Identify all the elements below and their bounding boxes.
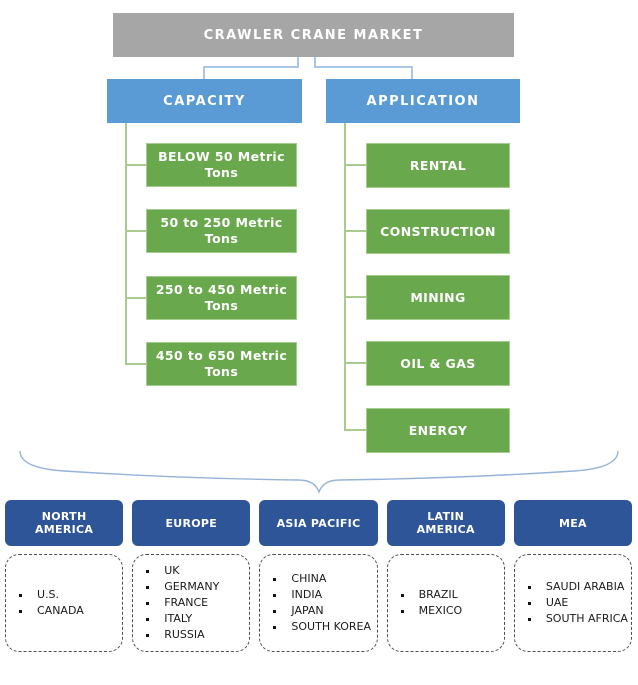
region-countries-europe: UK GERMANY FRANCE ITALY RUSSIA bbox=[132, 554, 251, 652]
capacity-item-below-50: BELOW 50 Metric Tons bbox=[146, 143, 297, 187]
country-item: SOUTH AFRICA bbox=[515, 611, 631, 627]
region-countries-latin-america: BRAZIL MEXICO bbox=[386, 554, 505, 652]
application-item-mining: MINING bbox=[366, 275, 510, 320]
country-item: BRAZIL bbox=[388, 587, 504, 603]
capacity-item-450-650: 450 to 650 Metric Tons bbox=[146, 342, 297, 386]
application-item-rental: RENTAL bbox=[366, 143, 510, 188]
country-item: MEXICO bbox=[388, 603, 504, 619]
country-item: SAUDI ARABIA bbox=[515, 579, 631, 595]
region-countries-north-america: U.S. CANADA bbox=[5, 554, 124, 652]
branch-application: APPLICATION bbox=[326, 79, 520, 123]
regions-row: NORTH AMERICA U.S. CANADA EUROPE UK GERM… bbox=[5, 500, 633, 652]
application-item-construction: CONSTRUCTION bbox=[366, 209, 510, 254]
application-item-energy: ENERGY bbox=[366, 408, 510, 453]
region-header-latin-america: LATIN AMERICA bbox=[386, 500, 505, 546]
country-item: FRANCE bbox=[133, 595, 249, 611]
region-europe: EUROPE UK GERMANY FRANCE ITALY RUSSIA bbox=[132, 500, 251, 652]
capacity-item-50-250: 50 to 250 Metric Tons bbox=[146, 209, 297, 253]
country-item: INDIA bbox=[260, 587, 376, 603]
country-item: SOUTH KOREA bbox=[260, 619, 376, 635]
branch-capacity: CAPACITY bbox=[107, 79, 302, 123]
market-title-box: CRAWLER CRANE MARKET bbox=[113, 13, 514, 57]
brace-curly bbox=[19, 450, 619, 494]
region-latin-america: LATIN AMERICA BRAZIL MEXICO bbox=[386, 500, 505, 652]
connector-application-items bbox=[344, 123, 366, 431]
capacity-item-250-450: 250 to 450 Metric Tons bbox=[146, 276, 297, 320]
application-item-oil-gas: OIL & GAS bbox=[366, 341, 510, 386]
country-item: CHINA bbox=[260, 571, 376, 587]
country-item: CANADA bbox=[6, 603, 122, 619]
region-asia-pacific: ASIA PACIFIC CHINA INDIA JAPAN SOUTH KOR… bbox=[259, 500, 378, 652]
connector-root-branches bbox=[203, 57, 413, 79]
country-item: U.S. bbox=[6, 587, 122, 603]
region-countries-mea: SAUDI ARABIA UAE SOUTH AFRICA bbox=[513, 554, 633, 652]
region-header-north-america: NORTH AMERICA bbox=[5, 500, 124, 546]
country-item: UAE bbox=[515, 595, 631, 611]
region-north-america: NORTH AMERICA U.S. CANADA bbox=[5, 500, 124, 652]
region-header-europe: EUROPE bbox=[132, 500, 251, 546]
country-item: ITALY bbox=[133, 611, 249, 627]
country-item: GERMANY bbox=[133, 579, 249, 595]
country-item: UK bbox=[133, 563, 249, 579]
region-mea: MEA SAUDI ARABIA UAE SOUTH AFRICA bbox=[513, 500, 633, 652]
region-header-asia-pacific: ASIA PACIFIC bbox=[259, 500, 378, 546]
country-item: JAPAN bbox=[260, 603, 376, 619]
country-item: RUSSIA bbox=[133, 627, 249, 643]
region-header-mea: MEA bbox=[513, 500, 633, 546]
connector-capacity-items bbox=[125, 123, 146, 365]
region-countries-asia-pacific: CHINA INDIA JAPAN SOUTH KOREA bbox=[259, 554, 378, 652]
